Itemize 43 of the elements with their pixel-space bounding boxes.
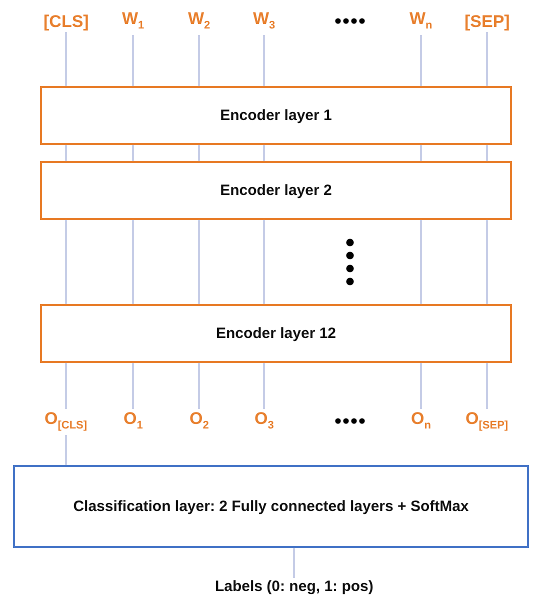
layer-box: Classification layer: 2 Fully connected layers + SoftMax: [13, 465, 529, 548]
connector-line: [198, 35, 200, 86]
layer-box: Encoder layer 2: [40, 161, 512, 220]
connector-line: [486, 145, 488, 161]
connector-line: [263, 363, 265, 409]
connector-line: [65, 363, 67, 409]
connector-line: [420, 363, 422, 409]
token-label: W$_{2}$: [188, 9, 210, 36]
token-label: W$_{1}$: [122, 9, 144, 36]
token-label: [SEP]: [464, 12, 510, 32]
connector-line: [65, 435, 67, 465]
connector-line: [132, 35, 134, 86]
connector-line: [486, 220, 488, 304]
connector-line: [65, 220, 67, 304]
connector-line: [132, 220, 134, 304]
connector-line: [132, 145, 134, 161]
connector-line: [293, 548, 295, 578]
token-label: W$_{3}$: [253, 9, 276, 36]
layer-box: Encoder layer 1: [40, 86, 512, 145]
token-label: O$_{1}$: [124, 409, 143, 436]
connector-line: [420, 220, 422, 304]
connector-line: [198, 363, 200, 409]
token-label: O$_{[SEP]}$: [466, 409, 508, 436]
connector-line: [198, 220, 200, 304]
token-label: O$_{2}$: [190, 409, 209, 436]
connector-line: [263, 35, 265, 86]
connector-line: [263, 220, 265, 304]
connector-line: [486, 32, 488, 86]
token-label: O$_{3}$: [254, 409, 274, 436]
connector-line: [420, 35, 422, 86]
token-label: O$_{n}$: [411, 409, 431, 436]
token-label: W$_{n}$: [410, 9, 432, 36]
connector-line: [132, 363, 134, 409]
connector-line: [263, 145, 265, 161]
token-label: [CLS]: [44, 12, 89, 32]
connector-line: [65, 145, 67, 161]
connector-line: [420, 145, 422, 161]
token-label: O$_{[CLS]}$: [44, 409, 88, 436]
output-label: Labels (0: neg, 1: pos): [215, 578, 374, 594]
connector-line: [198, 145, 200, 161]
connector-line: [486, 363, 488, 409]
layer-box: Encoder layer 12: [40, 304, 512, 363]
connector-line: [65, 32, 67, 86]
